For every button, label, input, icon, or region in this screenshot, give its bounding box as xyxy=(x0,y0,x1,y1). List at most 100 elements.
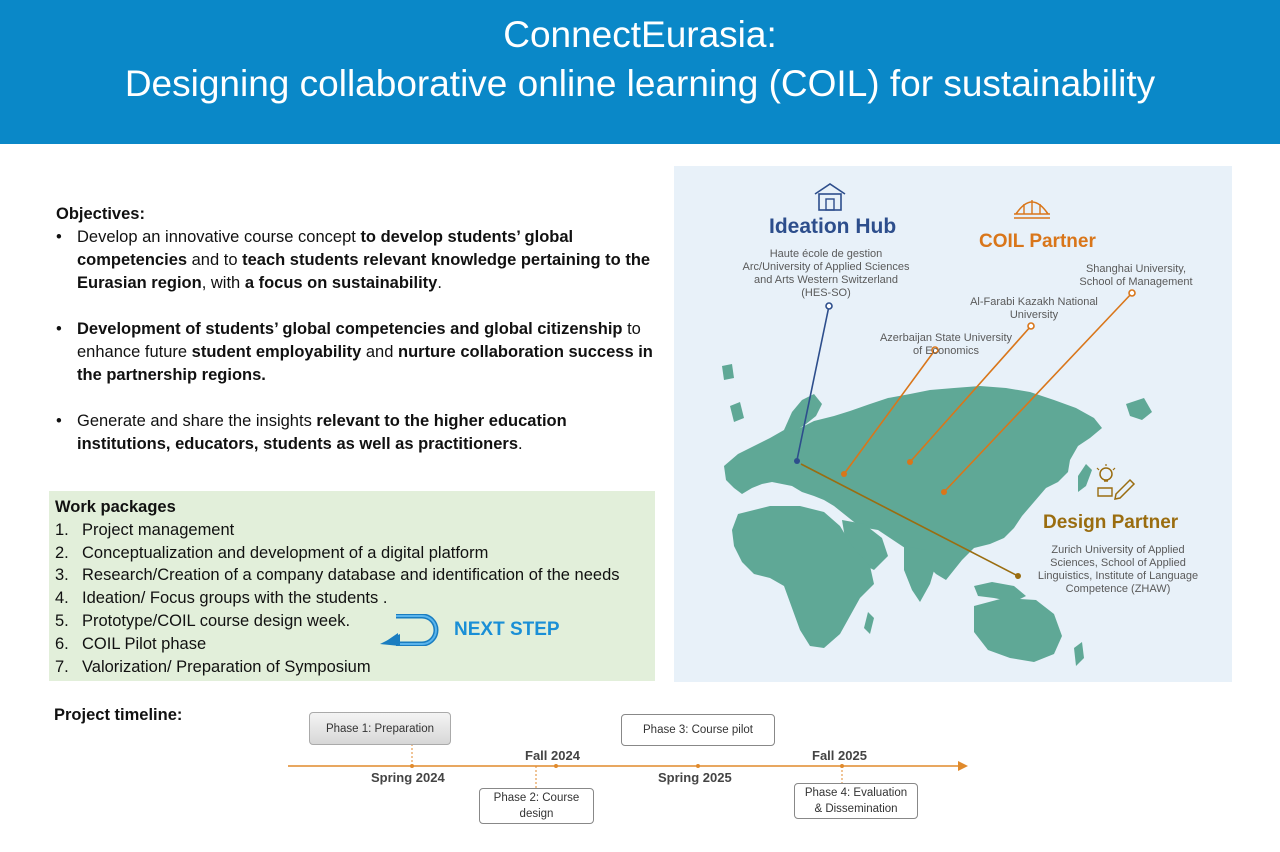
alfarabi-dot-bottom xyxy=(907,459,913,465)
objective-emphasis: Development of students’ global competen… xyxy=(77,320,623,338)
work-package-number: 1. xyxy=(55,520,69,539)
work-package-item: 4. Ideation/ Focus groups with the studen… xyxy=(55,587,649,610)
se-asia-islands xyxy=(974,582,1026,602)
new-zealand xyxy=(1074,642,1084,666)
partner-map: Ideation Hub Haute école de gestion Arc/… xyxy=(674,166,1232,682)
timeline-axis xyxy=(288,744,968,794)
japan xyxy=(1078,464,1092,492)
work-package-number: 7. xyxy=(55,657,69,676)
work-package-label: Ideation/ Focus groups with the students… xyxy=(82,589,388,608)
objective-emphasis: relevant to the higher education institu… xyxy=(77,412,567,453)
work-package-item: 7. Valorization/ Preparation of Symposium xyxy=(55,656,649,679)
header-banner: ConnectEurasia: Designing collaborative … xyxy=(0,0,1280,144)
project-timeline: Spring 2024 Fall 2024 Spring 2025 Fall 2… xyxy=(0,700,1280,852)
shanghai-dot-top xyxy=(1128,289,1136,297)
work-package-number: 4. xyxy=(55,589,69,608)
africa xyxy=(732,506,874,648)
ideation-hub-title: Ideation Hub xyxy=(769,215,897,238)
work-package-item: 2. Conceptualization and development of a… xyxy=(55,542,649,565)
arabia xyxy=(842,520,888,570)
globe-building-icon xyxy=(1014,200,1050,219)
alfarabi-connector xyxy=(909,325,1032,463)
objective-text: . xyxy=(518,435,523,453)
shanghai-dot-bottom xyxy=(941,489,947,495)
work-package-label: Conceptualization and development of a d… xyxy=(82,543,489,562)
work-package-label: Valorization/ Preparation of Symposium xyxy=(82,657,371,676)
objective-emphasis: to develop students’ global competencies xyxy=(77,228,574,269)
design-dot xyxy=(1015,573,1021,579)
work-package-label: Project management xyxy=(82,520,235,539)
design-connector xyxy=(800,463,1019,577)
work-package-item: 3. Research/Creation of a company databas… xyxy=(55,564,649,587)
u-turn-arrow-icon xyxy=(380,614,439,646)
objective-emphasis: nurture collaboration success in the par… xyxy=(77,343,653,384)
australia xyxy=(974,598,1062,662)
work-package-label: Prototype/COIL course design week. xyxy=(82,611,351,630)
coil-partner-title: COIL Partner xyxy=(979,231,1096,252)
title-line-1: ConnectEurasia: xyxy=(503,14,777,55)
ideation-connector xyxy=(796,305,830,461)
house-icon xyxy=(814,183,846,211)
next-step-label: NEXT STEP xyxy=(454,619,560,640)
spring-2025-label: Spring 2025 xyxy=(658,770,732,785)
alfarabi-dot-top xyxy=(1027,322,1035,330)
phase-4-box: Phase 4: Evaluation & Dissemination xyxy=(794,783,918,819)
work-package-number: 2. xyxy=(55,543,69,562)
objective-emphasis: a focus on sustainability xyxy=(244,274,438,292)
azerbaijan-university-label: Azerbaijan State University of Economics xyxy=(879,332,1013,357)
work-packages-box: Work packages 1. Project management 2. Conc… xyxy=(49,491,655,681)
work-packages-list: 1. Project management 2. Conceptualization … xyxy=(55,519,649,679)
world-map xyxy=(722,183,1152,666)
work-package-item: 1. Project management xyxy=(55,519,649,542)
scandinavia xyxy=(784,394,822,432)
azerbaijan-dot-bottom xyxy=(841,471,847,477)
objective-text: and xyxy=(361,343,398,361)
phase-2-box: Phase 2: Course design xyxy=(479,788,594,824)
phase-3-box: Phase 3: Course pilot xyxy=(621,714,775,746)
ideation-hub-institution: Haute école de gestion Arc/University of… xyxy=(742,248,910,299)
objective-text: to enhance future xyxy=(77,320,641,361)
fall-2024-label: Fall 2024 xyxy=(525,748,580,763)
objective-emphasis: student employability xyxy=(191,343,362,361)
phase-1-box: Phase 1: Preparation xyxy=(309,712,451,745)
objective-text: , with xyxy=(201,274,245,292)
eurasia-landmass xyxy=(724,386,1102,580)
objectives-list: Develop an innovative course concept to … xyxy=(56,226,656,456)
ideation-dot-bottom xyxy=(794,458,800,464)
work-package-item: 6. COIL Pilot phase xyxy=(55,633,649,656)
shanghai-connector xyxy=(943,292,1133,493)
ideation-dot-top xyxy=(825,302,833,310)
design-partner-title: Design Partner xyxy=(1043,512,1179,533)
work-package-item: 5. Prototype/COIL course design week. xyxy=(55,610,649,633)
objectives-title: Objectives: xyxy=(56,205,145,223)
objective-text: Generate and share the insights xyxy=(77,412,317,430)
work-package-label: COIL Pilot phase xyxy=(82,634,207,653)
project-timeline-title: Project timeline: xyxy=(54,706,183,724)
title-line-2: Designing collaborative online learning … xyxy=(124,63,1156,104)
lightbulb-pencil-icon xyxy=(1096,464,1136,500)
zhaw-label: Zurich University of Applied Sciences, S… xyxy=(1037,544,1199,595)
objective-item: Develop an innovative course concept to … xyxy=(56,226,656,295)
objective-text: Develop an innovative course concept xyxy=(77,228,361,246)
india xyxy=(904,546,936,602)
work-package-label: Research/Creation of a company database … xyxy=(82,566,620,585)
azerbaijan-connector xyxy=(843,349,936,475)
azerbaijan-dot-top xyxy=(931,346,939,354)
objectives-section: Objectives: Develop an innovative course… xyxy=(56,203,656,479)
work-package-number: 5. xyxy=(55,611,69,630)
objective-emphasis: teach students relevant knowledge pertai… xyxy=(77,251,651,292)
objective-item: Generate and share the insights relevant… xyxy=(56,410,656,456)
shanghai-university-label: Shanghai University, School of Managemen… xyxy=(1079,263,1193,288)
madagascar xyxy=(864,612,874,634)
spring-2024-label: Spring 2024 xyxy=(371,770,445,785)
atlantic-islands xyxy=(722,364,744,422)
objective-text: . xyxy=(437,274,442,292)
objective-text: and to xyxy=(187,251,243,269)
fall-2025-label: Fall 2025 xyxy=(812,748,867,763)
objective-item: Development of students’ global competen… xyxy=(56,318,656,387)
work-package-number: 6. xyxy=(55,634,69,653)
americas-fragment xyxy=(1126,398,1152,420)
work-package-number: 3. xyxy=(55,566,69,585)
work-packages-title: Work packages xyxy=(55,498,176,516)
alfarabi-university-label: Al-Farabi Kazakh National University xyxy=(970,296,1098,321)
